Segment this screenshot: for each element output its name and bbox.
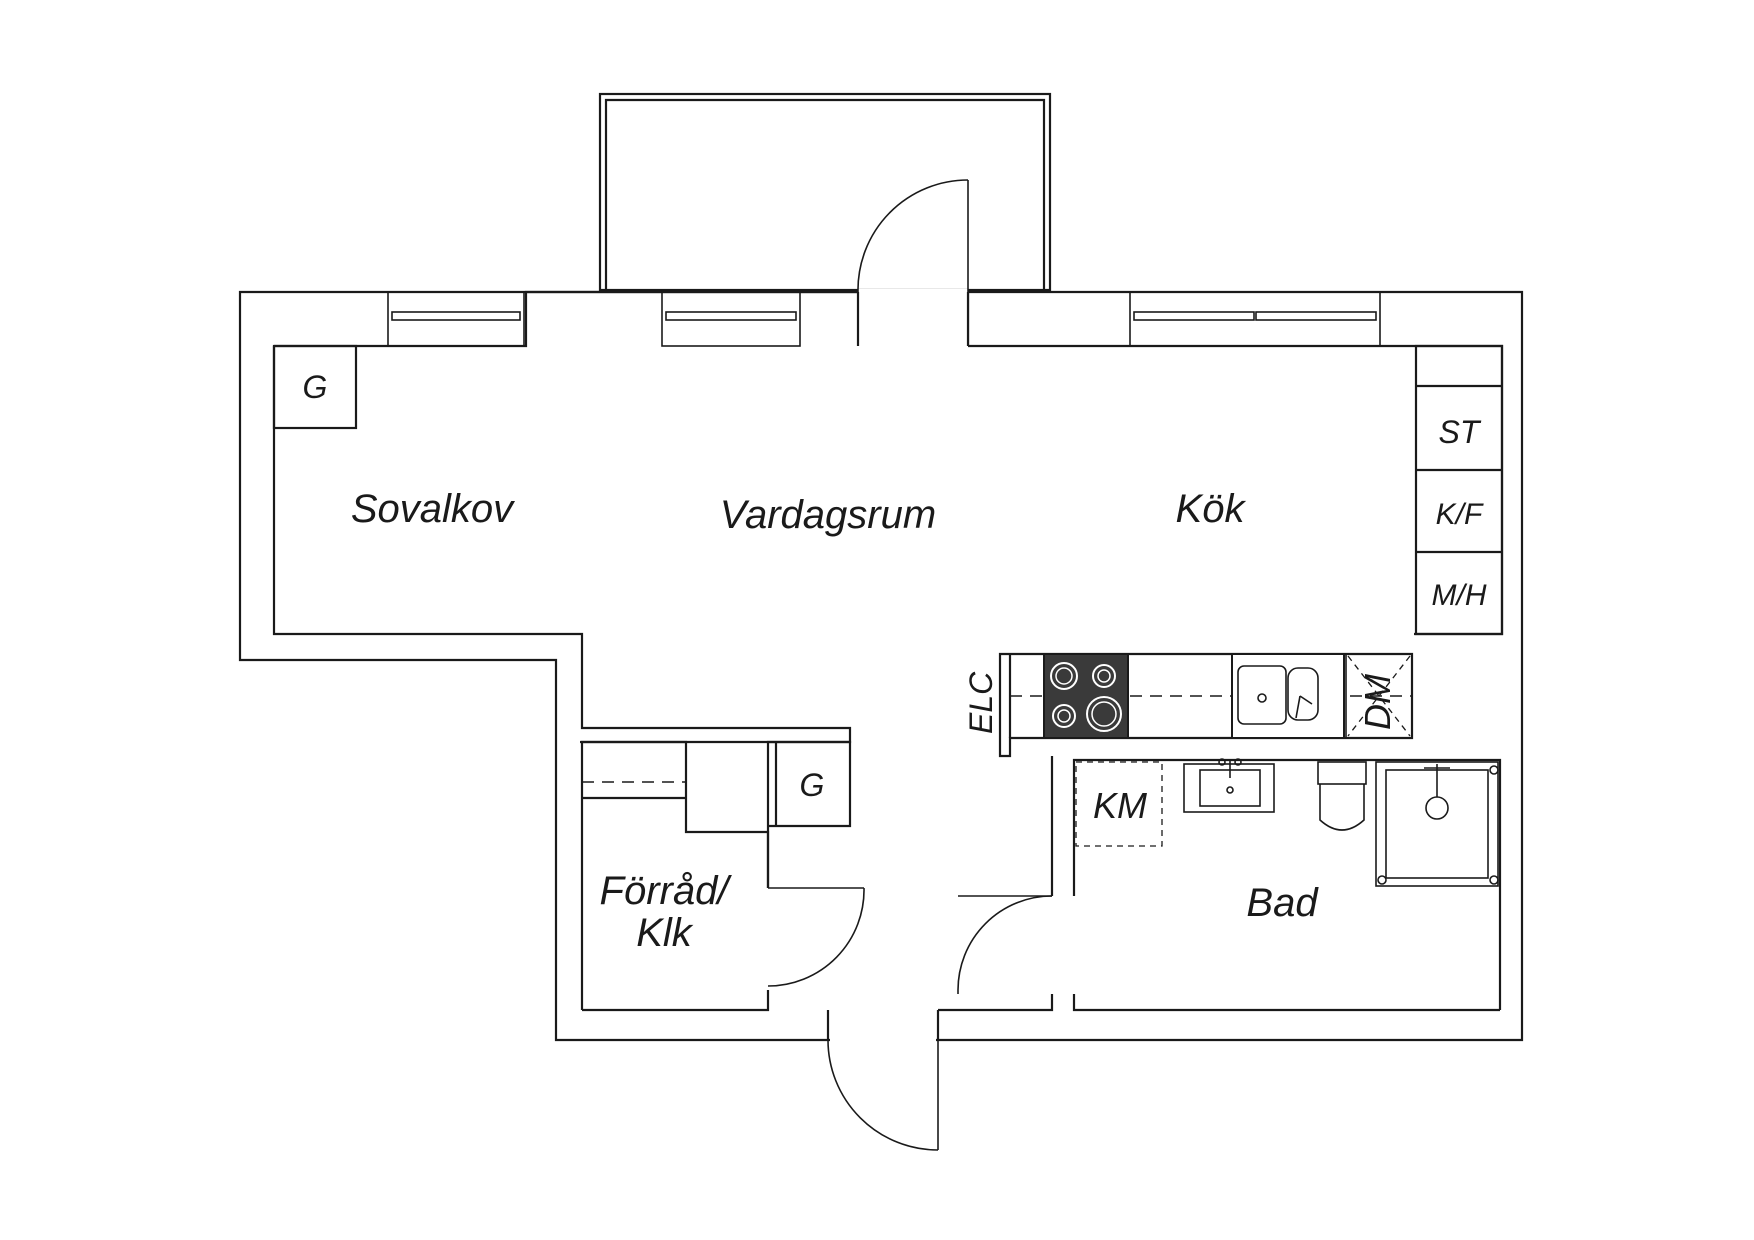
shower-icon bbox=[1375, 761, 1499, 887]
fridge-freezer-label: K/F bbox=[1436, 498, 1484, 531]
bathroom-door bbox=[957, 895, 1053, 994]
kitchen-tall-units: ST K/F M/H bbox=[1414, 344, 1504, 636]
hob bbox=[1043, 653, 1129, 739]
balcony bbox=[598, 92, 1052, 292]
wardrobe-hall: G bbox=[766, 740, 852, 888]
washbasin-icon bbox=[1183, 758, 1275, 813]
wardrobe-hall-label: G bbox=[800, 767, 825, 803]
wardrobe-top: G bbox=[272, 344, 358, 430]
storage-door bbox=[767, 887, 865, 987]
dishwasher: DM bbox=[1345, 654, 1411, 738]
room-label-kok: Kök bbox=[1176, 487, 1247, 531]
window-center bbox=[661, 291, 801, 347]
microwave-label: M/H bbox=[1432, 579, 1487, 612]
outer-wall bbox=[238, 290, 1524, 1042]
balcony-door bbox=[856, 179, 970, 346]
stove-cabinet-label: ST bbox=[1439, 414, 1482, 450]
wardrobe-top-label: G bbox=[303, 369, 328, 405]
room-label-vardagsrum: Vardagsrum bbox=[720, 493, 936, 537]
entrance-door bbox=[827, 1010, 939, 1151]
electric-panel-label: ELC bbox=[963, 671, 999, 734]
bathroom bbox=[1050, 756, 1502, 1012]
room-label-forrad-line1: Förråd/ bbox=[600, 869, 733, 913]
dishwasher-label: DM bbox=[1357, 674, 1398, 730]
toilet-icon bbox=[1317, 761, 1367, 831]
window-left bbox=[387, 291, 525, 347]
kitchen-counter: DM ELC bbox=[963, 652, 1414, 758]
kitchen-sink-icon bbox=[1231, 653, 1345, 739]
room-label-forrad-line2: Klk bbox=[636, 911, 694, 955]
washing-machine: KM bbox=[1075, 761, 1163, 847]
room-label-bad: Bad bbox=[1246, 881, 1319, 925]
window-right bbox=[1129, 291, 1381, 347]
room-label-sovalkov: Sovalkov bbox=[351, 487, 515, 531]
washing-machine-label: KM bbox=[1093, 785, 1147, 826]
